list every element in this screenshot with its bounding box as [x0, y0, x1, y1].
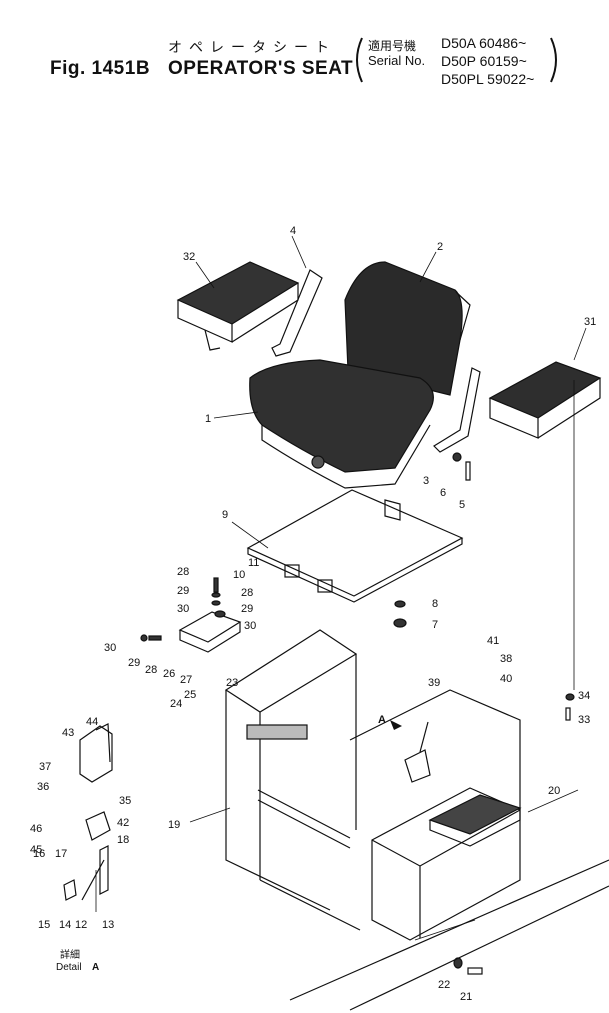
part-label-15: 15 [38, 919, 50, 931]
part-label-29c: 29 [128, 657, 140, 669]
serial-range-d50pl: D50PL 59022~ [441, 71, 535, 87]
bolt-33 [565, 707, 571, 721]
washer-6 [452, 452, 462, 462]
part-label-30b: 30 [244, 620, 256, 632]
part-label-36: 36 [37, 781, 49, 793]
floor-line-1 [289, 859, 609, 1001]
left-armrest-bracket [271, 269, 323, 357]
part-label-3: 3 [423, 475, 429, 487]
part-label-9: 9 [222, 509, 228, 521]
part-label-41: 41 [487, 635, 499, 647]
left-armrest [176, 261, 300, 351]
lever-bracket [404, 749, 431, 783]
part-label-22: 22 [438, 979, 450, 991]
part-label-5: 5 [459, 499, 465, 511]
part-label-43: 43 [62, 727, 74, 739]
title-english: OPERATOR'S SEAT [168, 58, 354, 79]
part-label-6: 6 [440, 487, 446, 499]
part-label-12: 12 [75, 919, 87, 931]
part-label-45: 45 [30, 844, 42, 856]
part-label-42: 42 [117, 817, 129, 829]
part-label-4: 4 [290, 225, 296, 237]
detail-caption-japanese: 詳細 [60, 948, 80, 961]
part-label-29b: 29 [241, 603, 253, 615]
bolt-5 [465, 461, 471, 481]
part-label-33: 33 [578, 714, 590, 726]
lever-rod [419, 721, 429, 753]
left-bracket [356, 37, 363, 83]
part-label-2: 2 [437, 241, 443, 253]
part-label-16: 16 [33, 848, 45, 860]
floor-line-2 [349, 885, 609, 1011]
right-armrest [488, 361, 602, 439]
part-label-1: 1 [205, 413, 211, 425]
nut-7 [393, 618, 407, 628]
part-label-35: 35 [119, 795, 131, 807]
part-label-18: 18 [117, 834, 129, 846]
part-label-21: 21 [460, 991, 472, 1003]
part-label-10: 10 [233, 569, 245, 581]
part-label-28a: 28 [177, 566, 189, 578]
serial-range-d50p: D50P 60159~ [441, 53, 527, 69]
part-label-14: 14 [59, 919, 71, 931]
part-label-29a: 29 [177, 585, 189, 597]
serial-label-english: Serial No. [368, 53, 426, 68]
seat-box-frame [224, 629, 521, 941]
right-bracket [550, 37, 557, 83]
serial-label-japanese: 適用号機 [368, 39, 417, 53]
serial-range-d50a: D50A 60486~ [441, 35, 527, 51]
part-label-34: 34 [578, 690, 590, 702]
part-label-8: 8 [432, 598, 438, 610]
part-label-13: 13 [102, 919, 114, 931]
part-label-28b: 28 [241, 587, 253, 599]
tool-box-cushion [428, 794, 522, 847]
part-label-31: 31 [584, 316, 596, 328]
part-label-11: 11 [248, 557, 259, 569]
part-label-27: 27 [180, 674, 192, 686]
seat-back [344, 261, 471, 396]
leader-lines [95, 235, 587, 941]
seat-cushion [249, 359, 434, 489]
part-label-40: 40 [500, 673, 512, 685]
part-label-39: 39 [428, 677, 440, 689]
detail-caption-english: Detail [56, 962, 82, 973]
part-label-25: 25 [184, 689, 196, 701]
detail-caption-letter: A [92, 962, 99, 973]
part-label-17: 17 [55, 848, 67, 860]
seat-mounting-plate [246, 489, 464, 603]
part-label-32: 32 [183, 251, 195, 263]
part-label-7: 7 [432, 619, 438, 631]
part-label-20: 20 [548, 785, 560, 797]
right-armrest-bracket [433, 367, 481, 453]
bolt-21 [467, 967, 483, 975]
part-label-30a: 30 [177, 603, 189, 615]
washer-8 [394, 600, 406, 608]
part-label-28c: 28 [145, 664, 157, 676]
part-label-46: 46 [30, 823, 42, 835]
figure-number: Fig. 1451B [50, 58, 151, 79]
part-label-26: 26 [163, 668, 175, 680]
title-japanese: オペレータシート [168, 39, 336, 55]
fastener-stack [140, 577, 226, 642]
part-label-30c: 30 [104, 642, 116, 654]
adjuster-bracket-side [179, 622, 241, 653]
detail-a-assembly [63, 723, 113, 901]
part-label-37: 37 [39, 761, 51, 773]
view-arrow [390, 720, 402, 730]
part-label-44: 44 [86, 716, 98, 728]
part-label-38: 38 [500, 653, 512, 665]
part-label-19: 19 [168, 819, 180, 831]
washer-34 [565, 693, 575, 701]
part-label-23: 23 [226, 677, 238, 689]
part-label-24: 24 [170, 698, 182, 710]
view-arrow-label-a: A [378, 714, 386, 726]
